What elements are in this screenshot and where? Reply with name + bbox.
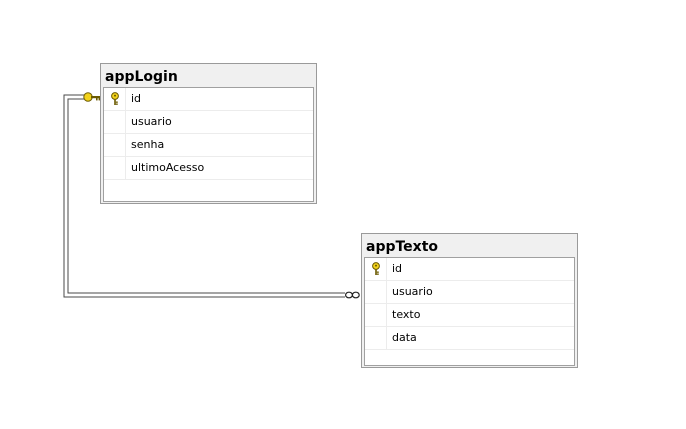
column-grid: id usuario texto data: [364, 257, 575, 366]
column-row[interactable]: id: [365, 258, 574, 281]
row-selector[interactable]: [365, 304, 387, 326]
column-row[interactable]: data: [365, 327, 574, 350]
row-selector[interactable]: [365, 281, 387, 303]
row-selector[interactable]: [104, 134, 126, 156]
row-selector[interactable]: [104, 88, 126, 110]
column-grid: id usuario senha ultimoAcesso: [103, 87, 314, 202]
relationship-infinity-icon: [345, 291, 360, 299]
table-appLogin[interactable]: appLogin id usuario: [100, 63, 317, 204]
table-appTexto[interactable]: appTexto id usuario: [361, 233, 578, 368]
row-selector[interactable]: [365, 327, 387, 349]
column-row[interactable]: texto: [365, 304, 574, 327]
relationship-key-icon: [83, 92, 101, 102]
table-title: appTexto: [366, 239, 439, 255]
column-row[interactable]: senha: [104, 134, 313, 157]
column-name: ultimoAcesso: [131, 161, 205, 174]
primary-key-icon: [372, 262, 380, 275]
table-title: appLogin: [105, 69, 178, 85]
column-name: texto: [392, 308, 421, 321]
column-name: data: [392, 331, 417, 344]
row-selector[interactable]: [104, 157, 126, 179]
primary-key-icon: [111, 92, 119, 105]
column-name: usuario: [131, 115, 172, 128]
column-row[interactable]: id: [104, 88, 313, 111]
column-name: usuario: [392, 285, 433, 298]
column-name: senha: [131, 138, 165, 151]
column-row[interactable]: ultimoAcesso: [104, 157, 313, 180]
column-name: id: [131, 92, 142, 105]
column-name: id: [392, 262, 403, 275]
column-row[interactable]: usuario: [104, 111, 313, 134]
row-selector[interactable]: [365, 258, 387, 280]
row-selector[interactable]: [104, 111, 126, 133]
column-row[interactable]: usuario: [365, 281, 574, 304]
